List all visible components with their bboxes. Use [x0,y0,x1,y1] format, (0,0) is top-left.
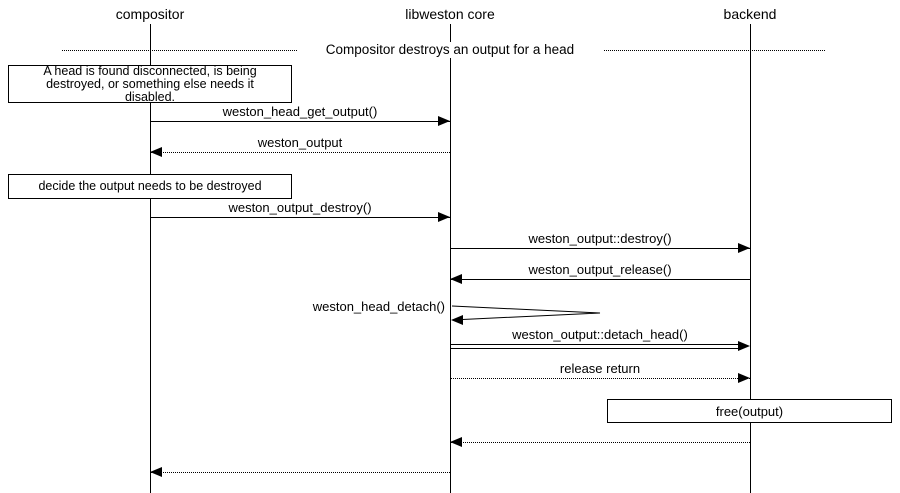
arrowhead-right-icon [738,243,750,253]
message-label-weston-output-detach-head: weston_output::detach_head() [512,327,688,342]
message-line [150,121,450,122]
message-label-weston-output-destroy: weston_output_destroy() [228,200,372,215]
arrowhead-left-icon [451,315,463,325]
participant-libweston-core: libweston core [405,6,495,22]
message-line [150,152,450,153]
message-label-weston-head-get-output: weston_head_get_output() [222,104,378,119]
message-line [150,217,450,218]
note-decide-destroy: decide the output needs to be destroyed [8,174,292,199]
participant-compositor: compositor [115,6,185,22]
message-line-return [450,442,750,443]
message-label-weston-output-release: weston_output_release() [528,262,672,277]
lifeline-libweston-core [450,24,451,493]
message-label-weston-head-detach: weston_head_detach() [312,299,445,314]
arrowhead-right-icon [738,341,750,351]
arrowhead-left-icon [450,274,462,284]
note-head-disconnected: A head is found disconnected, is being d… [8,65,292,103]
arrowhead-right-icon [738,373,750,383]
message-line-double [450,344,739,349]
self-message-loop [451,305,601,321]
participant-backend: backend [723,6,777,22]
message-line [450,279,750,280]
lifeline-compositor [150,24,151,493]
note-free-output: free(output) [607,399,892,423]
message-label-release-return: release return [559,361,641,376]
arrowhead-left-icon [150,467,162,477]
arrowhead-left-icon [150,147,162,157]
arrowhead-right-icon [438,212,450,222]
message-line-return [150,472,450,473]
message-line [450,378,750,379]
divider-label: Compositor destroys an output for a head [297,42,603,58]
message-line [450,248,750,249]
lifeline-backend [750,24,751,493]
arrowhead-right-icon [438,116,450,126]
message-label-weston-output-destroy-vfunc: weston_output::destroy() [528,231,672,246]
arrowhead-left-icon [450,437,462,447]
message-label-weston-output: weston_output [257,135,343,150]
